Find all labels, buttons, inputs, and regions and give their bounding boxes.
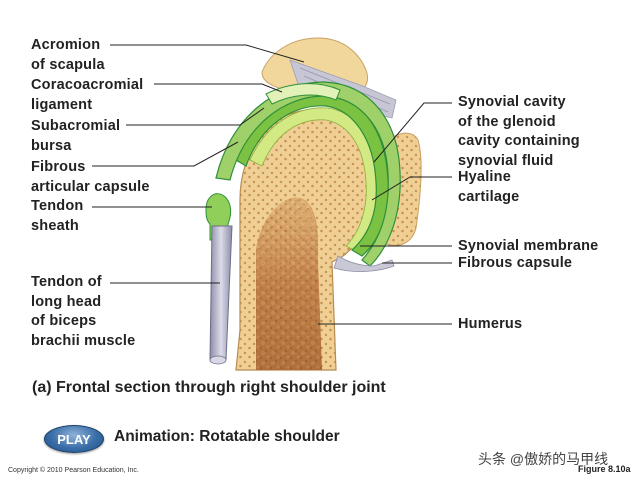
label-coracoacromial: Coracoacromial ligament bbox=[31, 77, 144, 113]
label-fibrous-capsule: Fibrous capsule bbox=[458, 255, 573, 271]
figure-number: Figure 8.10a bbox=[578, 464, 631, 474]
animation-label[interactable]: Animation: Rotatable shoulder bbox=[114, 428, 340, 445]
label-fibrous-articular: Fibrous articular capsule bbox=[31, 159, 150, 195]
leader-lines bbox=[92, 44, 452, 325]
subacromial-bursa bbox=[265, 83, 341, 105]
label-tendon-biceps: Tendon of long head of biceps brachii mu… bbox=[31, 274, 136, 349]
figure-caption: (a) Frontal section through right should… bbox=[32, 379, 386, 396]
watermark: 头条 @傲娇的马甲线 bbox=[478, 451, 609, 467]
label-acromion: Acromion of scapula bbox=[31, 37, 105, 73]
fibrous-articular-capsule bbox=[215, 81, 401, 267]
label-tendon-sheath: Tendon sheath bbox=[31, 198, 84, 234]
label-synovial-cavity: Synovial cavity of the glenoid cavity co… bbox=[458, 94, 580, 169]
label-subacromial: Subacromial bursa bbox=[31, 118, 121, 154]
label-synovial-membrane: Synovial membrane bbox=[458, 238, 599, 254]
copyright-notice: Copyright © 2010 Pearson Education, Inc. bbox=[8, 467, 139, 474]
play-button[interactable]: PLAY bbox=[44, 425, 104, 453]
label-humerus: Humerus bbox=[458, 316, 523, 332]
label-hyaline: Hyaline cartilage bbox=[458, 169, 520, 205]
